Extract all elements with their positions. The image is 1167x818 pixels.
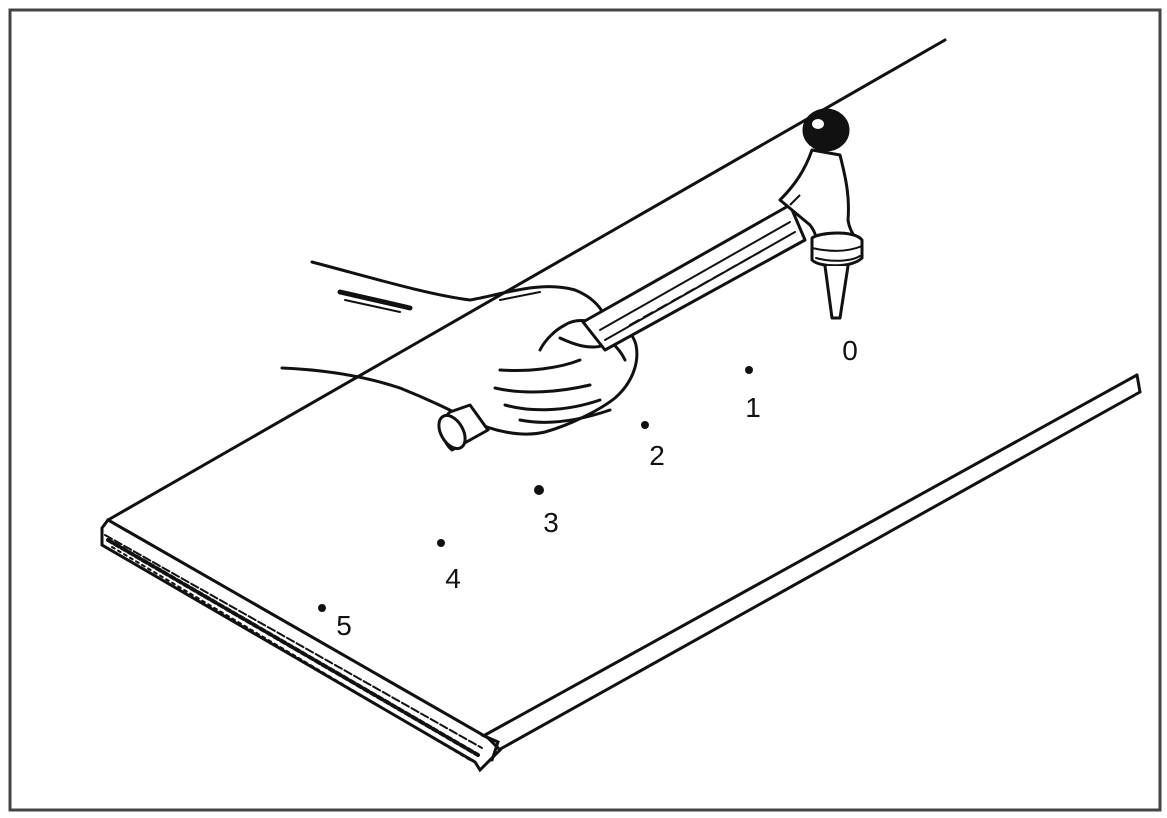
- hammer-head-knob: [804, 110, 848, 150]
- strike-dot-4: [437, 539, 445, 547]
- strike-dot-3: [534, 485, 544, 495]
- marker-label-2: 2: [649, 440, 665, 471]
- board: [102, 40, 1140, 770]
- hammer-tip: [825, 266, 848, 318]
- marker-label-1: 1: [745, 392, 761, 423]
- marker-label-5: 5: [336, 610, 352, 641]
- board-front-edge-lower: [495, 392, 1140, 752]
- strike-dot-1: [745, 366, 753, 374]
- strike-dot-2: [641, 421, 649, 429]
- marker-label-3: 3: [543, 507, 559, 538]
- marker-label-4: 4: [445, 563, 461, 594]
- strike-dot-5: [318, 604, 326, 612]
- board-front-edge: [485, 375, 1137, 735]
- marker-label-0: 0: [842, 335, 858, 366]
